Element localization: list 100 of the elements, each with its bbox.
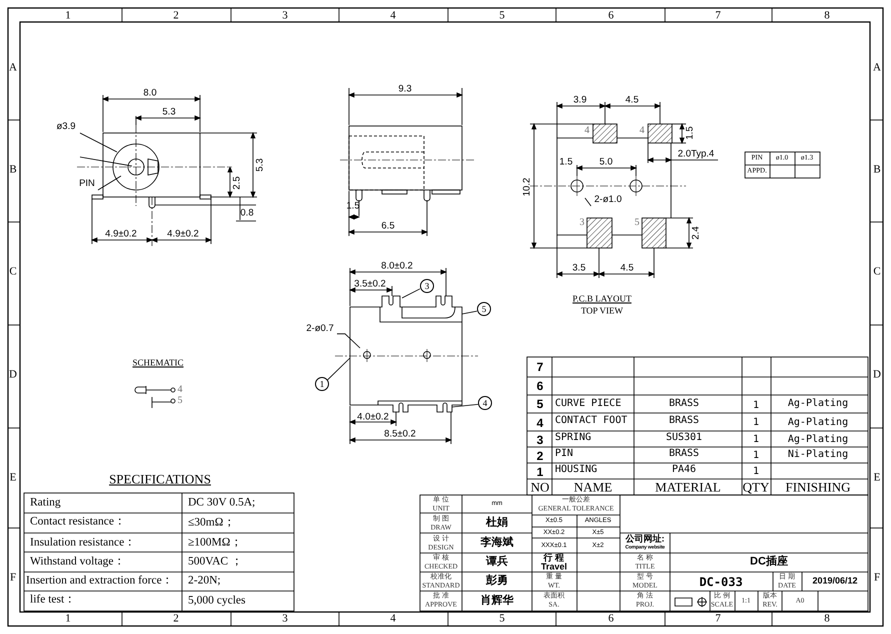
dimension-text: 4.5 — [620, 263, 634, 273]
dimension-text: 3.5 — [572, 263, 586, 273]
dimension-text: 4.9±0.2 — [105, 229, 137, 239]
specification-text: ≥100MΩ； — [188, 537, 242, 549]
leader-line — [462, 310, 478, 314]
dimension-text: 3.5±0.2 — [354, 279, 386, 289]
leader-text: 2-ø1.0 — [591, 194, 625, 206]
zone-marker: 8 — [824, 614, 830, 624]
title-block-text: 杜娟 — [486, 518, 508, 528]
parts-table-text: 1 — [752, 467, 760, 477]
parts-table-text: Ag-Plating — [788, 435, 848, 445]
pad-number: 4 — [584, 126, 590, 136]
dimension-text: 3.9 — [573, 95, 587, 105]
dimension-text: 2.4 — [691, 226, 701, 240]
zone-marker: 4 — [390, 614, 396, 624]
parts-table-text: SPRING — [555, 433, 592, 443]
parts-table-text: 4 — [536, 417, 544, 429]
zone-marker: 8 — [824, 10, 830, 22]
parts-table-text: 1 — [752, 418, 760, 428]
zone-marker: D — [873, 370, 881, 380]
zone-marker: 2 — [173, 614, 179, 624]
pin-number: 4 — [178, 385, 182, 395]
parts-table-text: Ag-Plating — [788, 399, 848, 409]
pad-number: 3 — [580, 218, 584, 228]
parts-table-text: 1 — [752, 435, 760, 445]
parts-table-text: BRASS — [668, 399, 700, 409]
dimension-text: 4.0±0.2 — [357, 412, 389, 422]
zone-marker: 6 — [608, 614, 614, 624]
specification-text: Insertion and extraction force： — [26, 575, 174, 587]
callout-number: 4 — [478, 396, 492, 410]
callout-number: 5 — [477, 302, 491, 316]
dimension-text: 0.8 — [240, 208, 254, 218]
zone-marker: 5 — [499, 614, 505, 624]
dimension-text: 4.9±0.2 — [167, 229, 199, 239]
section-heading: SPECIFICATIONS — [109, 472, 211, 486]
specification-text: 500VAC ； — [188, 556, 243, 568]
title-block-text: 2019/06/12 — [812, 576, 858, 586]
leader-line — [402, 288, 420, 298]
zone-marker: 5 — [499, 10, 505, 22]
title-block-text: 谭兵 — [486, 556, 508, 568]
zone-marker: D — [9, 370, 17, 380]
zone-marker: F — [10, 572, 16, 584]
title-block-text: 肖辉华 — [480, 596, 514, 606]
specification-text: Insulation resistance： — [30, 537, 136, 549]
dimension-text: 2.5 — [232, 176, 242, 190]
leader-line — [98, 176, 122, 190]
dimension-text: 8.0±0.2 — [381, 261, 413, 271]
parts-table-text: 3 — [536, 434, 544, 446]
dimension-text: 5.0 — [599, 157, 613, 167]
dimension-text: 2.0Typ.4 — [678, 149, 714, 159]
dimension-text: 8.5±0.2 — [384, 429, 416, 439]
parts-table-text: 6 — [536, 380, 544, 392]
dimension-text: 1.5 — [685, 126, 695, 140]
parts-table-text: CURVE PIECE — [555, 399, 622, 409]
specification-text: DC 30V 0.5A; — [188, 497, 256, 509]
pad-number: 4 — [640, 126, 644, 136]
leader-text: 2-ø0.7 — [303, 323, 337, 335]
parts-table-text: PIN — [555, 449, 574, 459]
callout-number: 3 — [420, 279, 434, 293]
title-block-text: 李海斌 — [480, 538, 514, 548]
view-title: P.C.B LAYOUT — [572, 294, 632, 304]
parts-table-text: 1 — [536, 466, 544, 478]
leader-text: ø3.9 — [52, 121, 80, 133]
parts-table-text: SUS301 — [666, 433, 702, 443]
parts-table-text: 5 — [536, 398, 544, 410]
specification-text: 5,000 cycles — [188, 595, 246, 607]
specification-text: Contact resistance： — [30, 516, 126, 528]
parts-table-text: MATERIAL — [655, 480, 721, 494]
zone-marker: F — [874, 572, 880, 584]
zone-marker: 3 — [282, 614, 288, 624]
leader-line — [80, 132, 118, 152]
pad-number: 5 — [634, 218, 640, 228]
dimension-text: 10.2 — [522, 178, 532, 196]
title-block-text: Travel — [540, 562, 568, 572]
zone-marker: A — [9, 62, 17, 74]
dimension-text: 8.0 — [143, 88, 157, 98]
zone-marker: 3 — [282, 10, 288, 22]
parts-table-text: NO — [530, 480, 550, 494]
parts-table-text: Ni-Plating — [788, 450, 848, 460]
parts-table-text: BRASS — [668, 449, 700, 459]
parts-table-text: HOUSING — [555, 465, 598, 475]
leader-text: PIN — [76, 178, 98, 190]
leader-line — [336, 333, 360, 348]
parts-table-text: 7 — [536, 361, 544, 373]
zone-marker: 7 — [715, 614, 721, 624]
zone-marker: 1 — [65, 10, 71, 22]
pin-number: 5 — [178, 396, 182, 406]
parts-table-text: 2 — [536, 450, 544, 462]
parts-table-text: Ag-Plating — [788, 418, 848, 428]
parts-table-text: NAME — [574, 480, 612, 494]
callout-number: 1 — [315, 377, 329, 391]
view-title: TOP VIEW — [580, 306, 624, 316]
title-block-text: DC-033 — [699, 576, 743, 588]
title-block-text: DC插座 — [750, 556, 788, 568]
parts-table-text: FINISHING — [786, 480, 850, 494]
specification-text: 2-20N; — [188, 575, 221, 587]
parts-table-text: CONTACT FOOT — [555, 416, 628, 426]
title-block-text: 彭勇 — [486, 576, 508, 586]
zone-marker: E — [10, 472, 16, 484]
zone-marker: 7 — [715, 10, 721, 22]
